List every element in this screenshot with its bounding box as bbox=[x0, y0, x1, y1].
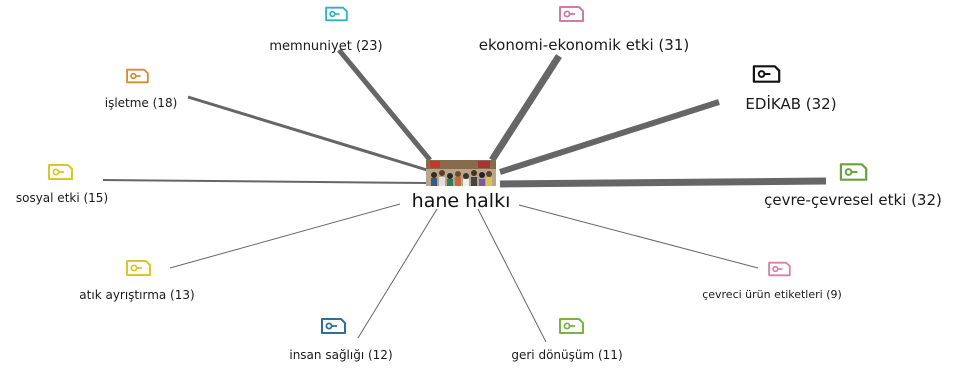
document-icon[interactable] bbox=[559, 6, 584, 22]
node-label-insan[interactable]: insan sağlığı (12) bbox=[289, 348, 393, 362]
node-label-cevreci[interactable]: çevreci ürün etiketleri (9) bbox=[702, 288, 842, 301]
center-photo-icon bbox=[426, 160, 496, 186]
icons-layer bbox=[48, 6, 868, 334]
document-icon[interactable] bbox=[126, 68, 149, 84]
node-label-memnuniyet[interactable]: memnuniyet (23) bbox=[269, 39, 383, 54]
edge-insan bbox=[357, 208, 438, 339]
edge-geri bbox=[477, 208, 547, 343]
document-icon[interactable] bbox=[325, 6, 348, 22]
document-icon[interactable] bbox=[126, 260, 151, 276]
edges-layer bbox=[102, 48, 827, 343]
edge-cevreci bbox=[518, 204, 759, 269]
node-label-cevre[interactable]: çevre-çevresel etki (32) bbox=[764, 191, 942, 209]
edge-atik bbox=[169, 203, 401, 269]
edge-sosyal bbox=[102, 179, 428, 184]
document-icon[interactable] bbox=[768, 261, 791, 277]
node-label-isletme[interactable]: işletme (18) bbox=[104, 96, 178, 110]
edge-ekonomi bbox=[489, 54, 562, 162]
node-label-sosyal[interactable]: sosyal etki (15) bbox=[15, 191, 109, 205]
document-icon[interactable] bbox=[48, 164, 73, 180]
node-label-geri[interactable]: geri dönüşüm (11) bbox=[511, 348, 623, 362]
document-icon[interactable] bbox=[559, 318, 584, 334]
edge-memnuniyet bbox=[337, 48, 432, 162]
node-label-atik[interactable]: atık ayrıştırma (13) bbox=[79, 288, 195, 302]
document-icon[interactable] bbox=[752, 65, 781, 83]
center-node-label: hane halkı bbox=[411, 190, 511, 212]
edge-edikab bbox=[499, 99, 720, 175]
edge-cevre bbox=[499, 177, 827, 188]
document-icon[interactable] bbox=[321, 318, 346, 334]
edge-isletme bbox=[187, 95, 428, 172]
document-icon[interactable] bbox=[839, 163, 868, 181]
node-label-ekonomi[interactable]: ekonomi-ekonomik etki (31) bbox=[478, 36, 690, 54]
node-label-edikab[interactable]: EDİKAB (32) bbox=[745, 95, 837, 113]
